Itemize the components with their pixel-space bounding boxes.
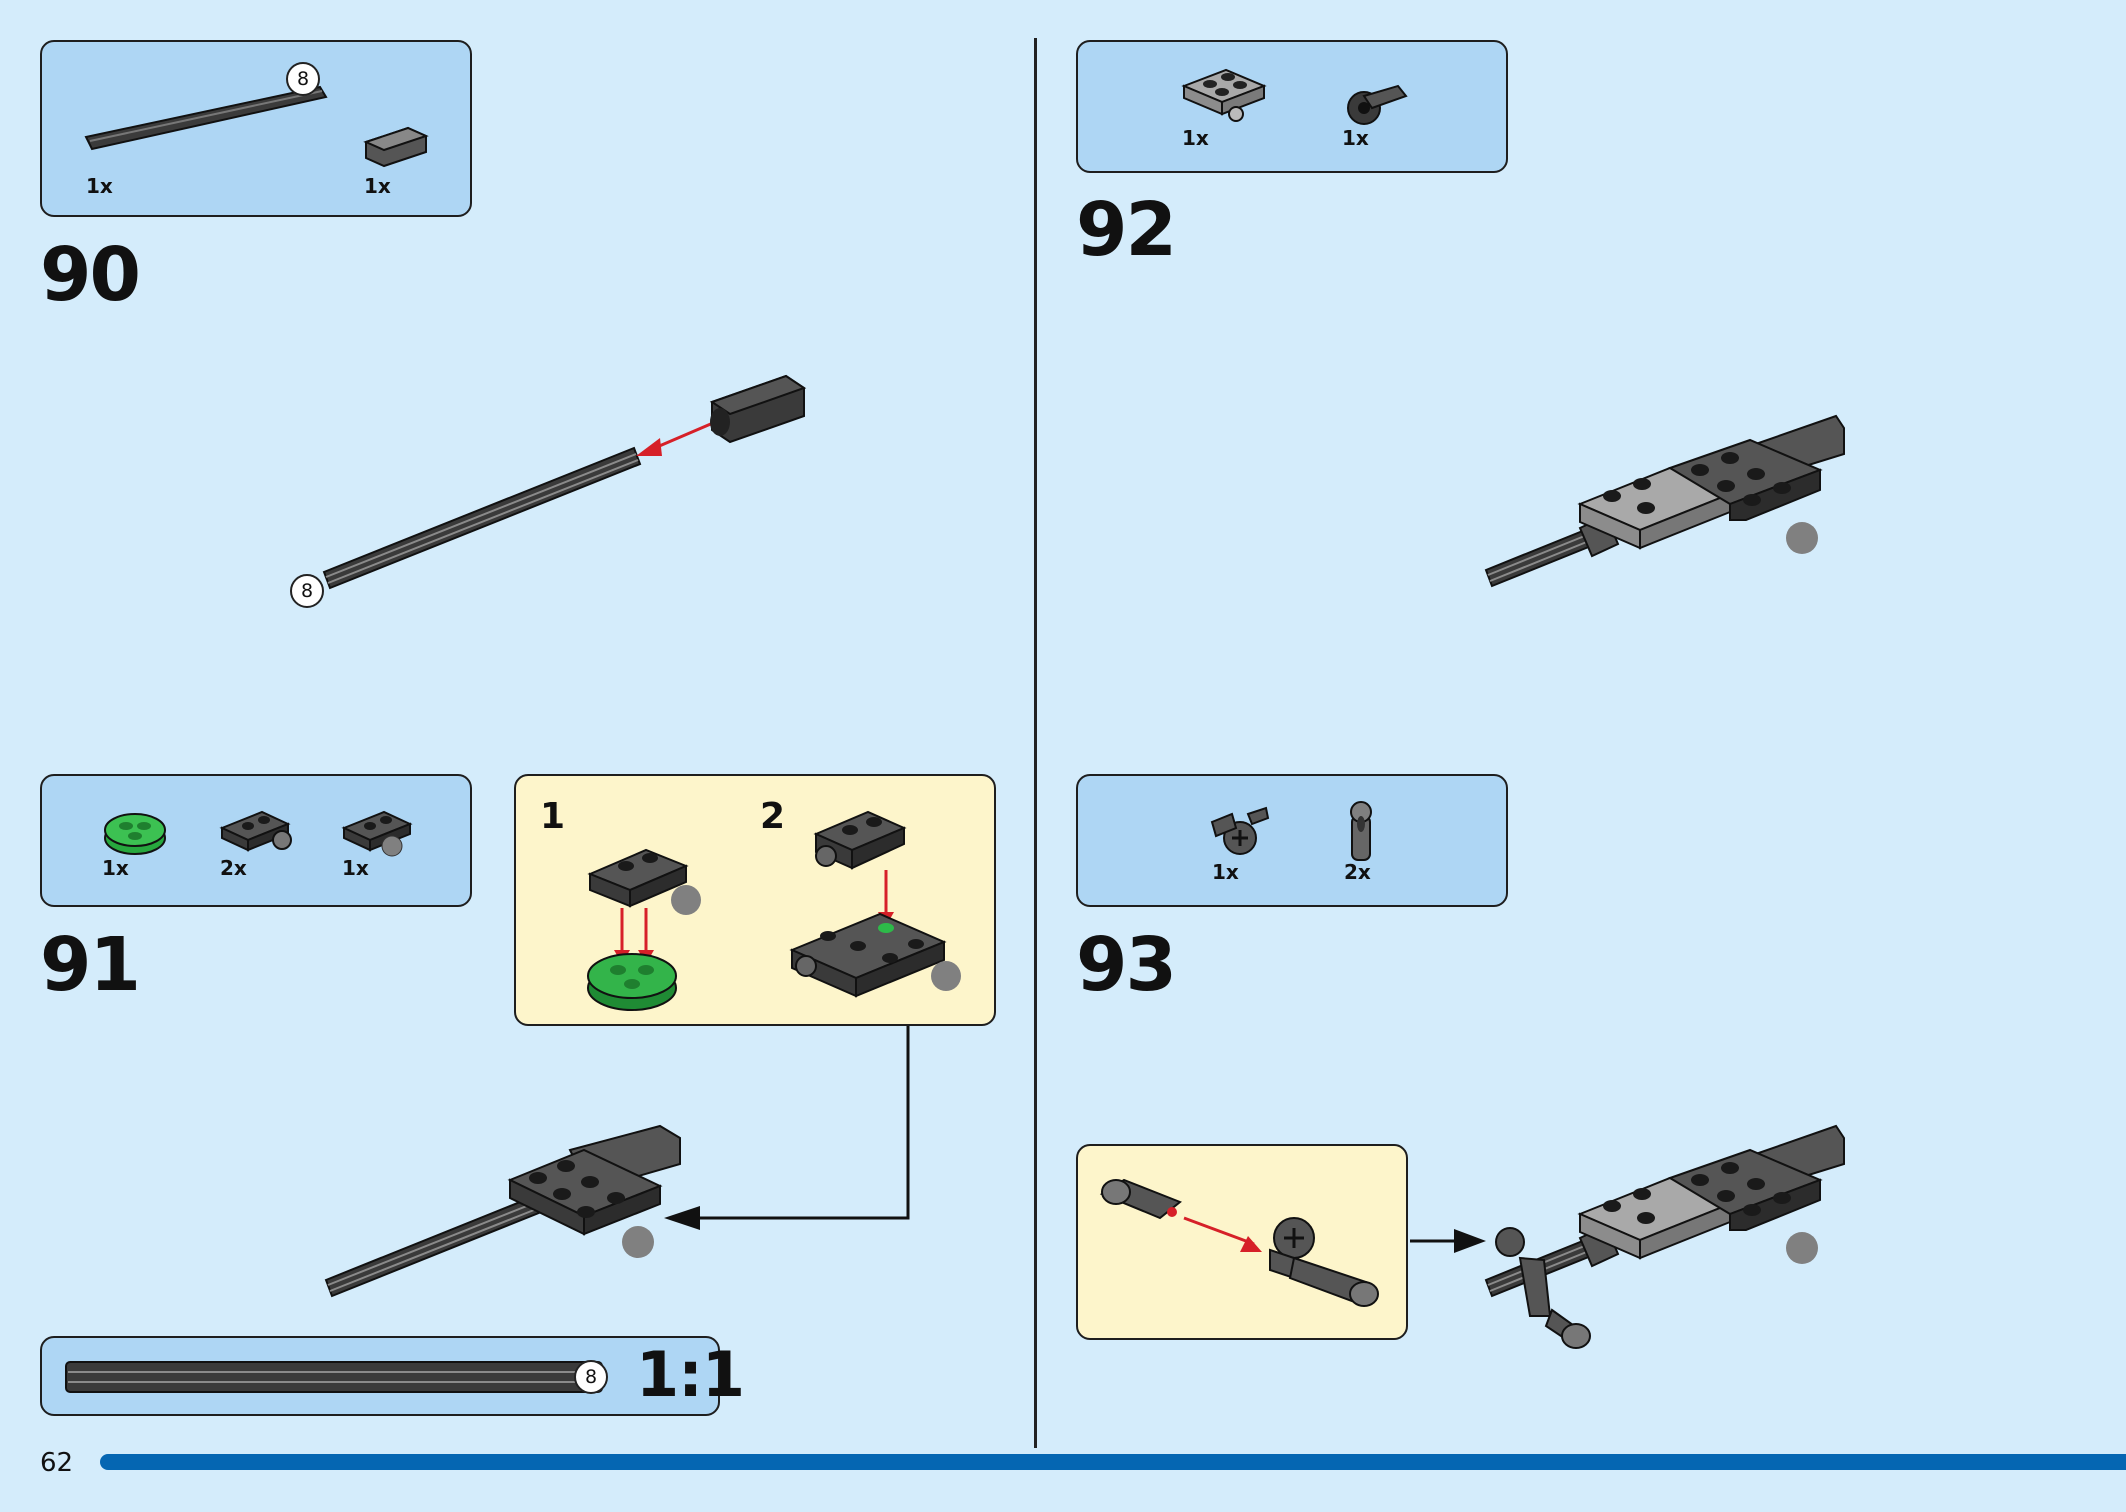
axle-connector-icon: [363, 126, 429, 168]
scale-ruler-box: 8 1:1: [40, 1336, 745, 1416]
ball-socket-icon: [1350, 801, 1372, 861]
plate-2x2-with-hole-icon: [1181, 68, 1267, 122]
step-number-93: 93: [1076, 922, 1177, 1008]
page-divider: [1034, 38, 1037, 1448]
part-qty: 1x: [102, 856, 129, 880]
callout-connector-step-91: [664, 1026, 910, 1230]
callout-arrow-step-93: [1410, 1229, 1486, 1253]
substep-number: 2: [760, 796, 786, 837]
step-93-assembly: [1484, 1124, 1845, 1349]
substep-illustration: [1099, 1178, 1379, 1307]
progress-bar: [100, 1454, 2126, 1470]
parts-box-step-93: 1x 2x: [1076, 774, 1508, 907]
axle-8-icon: [84, 85, 328, 151]
page-number: 62: [40, 1448, 74, 1478]
part-qty: 1x: [1212, 860, 1239, 884]
parts-box-step-92: 1x 1x: [1076, 40, 1508, 173]
sub-assembly-box-step-93: [1076, 1144, 1408, 1340]
step-92-assembly: [1484, 414, 1845, 588]
part-length-badge: 8: [286, 62, 320, 96]
connector-bush-icon: [1347, 84, 1408, 125]
sub-assembly-box-step-91: 1 2: [514, 774, 996, 1026]
step-90-assembly: [322, 374, 807, 590]
substep-1-illustration: [587, 848, 701, 1011]
part-qty: 1x: [86, 174, 113, 198]
step-number-91: 91: [40, 922, 141, 1008]
part-qty: 2x: [220, 856, 247, 880]
ruler-length-badge: 8: [574, 1360, 608, 1394]
axle-1-to-1-icon: [65, 1361, 603, 1393]
cross-axle-connector-icon: [1210, 806, 1270, 855]
substep-2-illustration: [789, 810, 961, 998]
substep-number: 1: [540, 796, 566, 837]
part-qty: 1x: [1182, 126, 1209, 150]
step-number-92: 92: [1076, 187, 1177, 273]
parts-box-step-91: 1x 2x 1x: [40, 774, 472, 907]
part-qty: 2x: [1344, 860, 1371, 884]
green-round-plate-icon: [104, 813, 166, 855]
step-number-90: 90: [40, 232, 141, 318]
model-length-badge: 8: [290, 574, 324, 608]
plate-with-pin-hole-icon: [219, 810, 292, 852]
plate-with-ball-icon: [341, 810, 413, 857]
scale-ratio-label: 1:1: [636, 1338, 745, 1411]
parts-box-step-90: 8 1x 1x: [40, 40, 472, 217]
part-qty: 1x: [342, 856, 369, 880]
part-qty: 1x: [364, 174, 391, 198]
part-qty: 1x: [1342, 126, 1369, 150]
step-91-assembly: [324, 1124, 681, 1298]
